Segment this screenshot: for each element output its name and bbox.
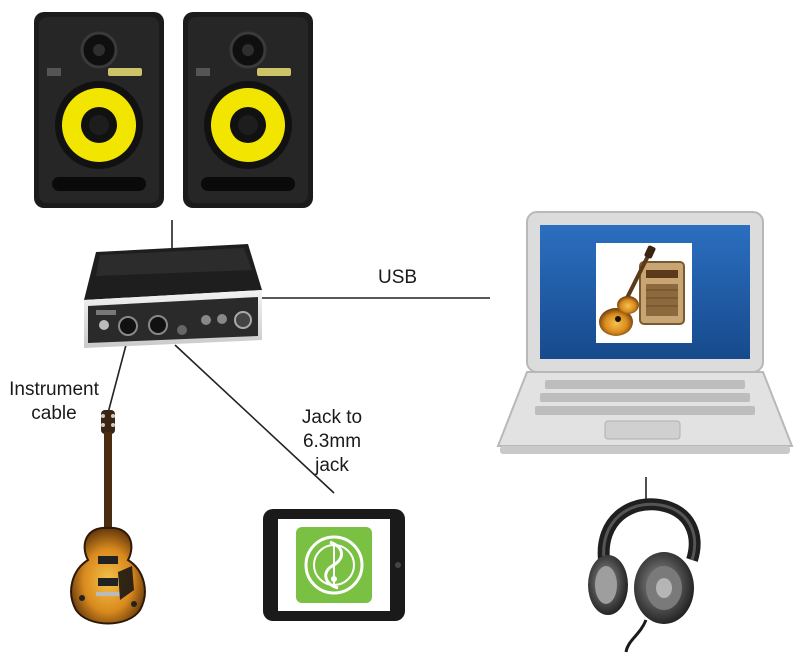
- music-app-icon: [296, 527, 372, 603]
- laptop-keyboard: [535, 380, 755, 415]
- input-jack-2: [148, 315, 168, 335]
- speaker-port: [201, 177, 295, 191]
- guitar-body: [70, 526, 146, 625]
- jack-cable-line: [174, 344, 335, 494]
- volume-knob: [234, 311, 252, 329]
- input-jack-1: [118, 316, 138, 336]
- laptop-icon: [496, 211, 794, 454]
- laptop-trackpad: [604, 420, 681, 440]
- jack-cable-label-line1: Jack to 6.3mm: [301, 407, 363, 452]
- jack-cable-label-line2: jack: [315, 455, 349, 476]
- tablet-icon: [263, 509, 405, 621]
- instrument-cable-line: [107, 344, 127, 414]
- speaker-logo: [108, 68, 142, 76]
- studio-monitor-right: [183, 12, 313, 208]
- usb-label: USB: [378, 267, 418, 288]
- instrument-cable-label: Instrument cable: [4, 378, 104, 426]
- guitar-neck: [104, 432, 112, 540]
- jack-cable-label: Jack to 6.3mm jack: [276, 406, 388, 478]
- studio-monitor-left: [34, 12, 164, 208]
- garageband-icon: [596, 243, 692, 343]
- speaker-port: [52, 177, 146, 191]
- electric-guitar-icon: [70, 410, 146, 625]
- connection-lines: [107, 220, 647, 505]
- instrument-cable-label-line2: cable: [31, 403, 77, 424]
- audio-interface-icon: [84, 244, 262, 348]
- instrument-cable-label-line1: Instrument: [9, 379, 99, 400]
- speaker-logo: [257, 68, 291, 76]
- headphones-icon: [588, 498, 701, 653]
